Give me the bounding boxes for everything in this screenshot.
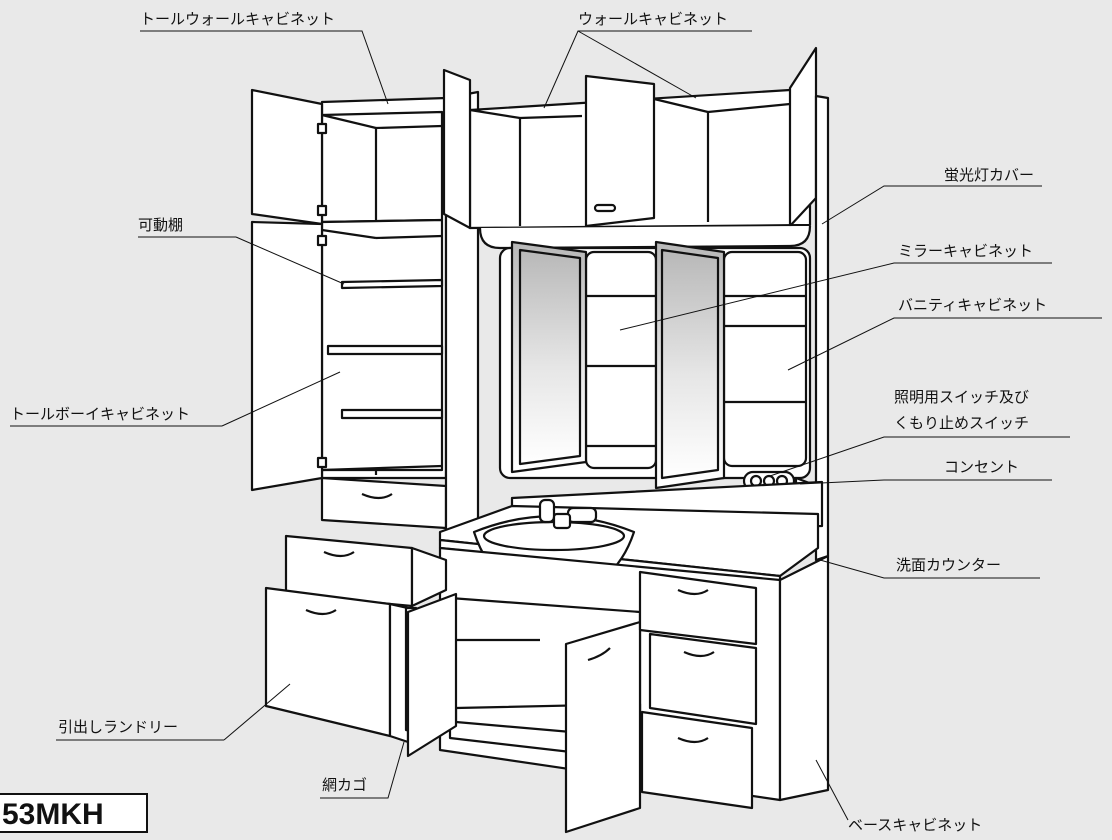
tall-wall-cabinet-door[interactable] — [250, 88, 324, 226]
hinge-icons — [316, 122, 328, 469]
wall-cabinet-center-door[interactable] — [584, 74, 656, 228]
wall-cabinet-right-door[interactable] — [788, 46, 818, 228]
movable-shelf-1 — [340, 278, 444, 290]
drawer-handle-icon — [683, 650, 715, 658]
movable-shelf-2 — [326, 344, 444, 356]
right-drawer-3[interactable] — [640, 710, 754, 810]
drawer-handle-icon — [677, 736, 709, 744]
label-light-switch-line1: 照明用スイッチ及び — [894, 388, 1030, 406]
model-code: 53MKH — [0, 793, 148, 833]
movable-shelf-3 — [340, 408, 444, 420]
label-base-cabinet: ベースキャビネット — [848, 816, 983, 834]
drawer-handle-icon — [677, 588, 709, 596]
right-drawer-2[interactable] — [648, 632, 758, 726]
wall-cabinet-left-door[interactable] — [442, 68, 472, 230]
label-outlet: コンセント — [944, 458, 1020, 476]
label-vanity-cabinet: バニティキャビネット — [898, 296, 1048, 314]
label-net-basket: 網カゴ — [322, 776, 368, 794]
tall-cabinet-body — [320, 96, 448, 480]
door-handle-icon — [587, 647, 611, 662]
label-fluorescent-cover: 蛍光灯カバー — [944, 166, 1035, 184]
right-drawer-1[interactable] — [638, 570, 758, 646]
label-washbasin-counter: 洗面カウンター — [896, 556, 1002, 574]
label-light-switch-line2: くもり止めスイッチ — [894, 414, 1030, 432]
faucet-icon — [538, 498, 598, 530]
label-mirror-cabinet: ミラーキャビネット — [898, 242, 1034, 260]
leader-lines — [10, 30, 1102, 821]
label-tall-boy-cabinet: トールボーイキャビネット — [10, 405, 191, 423]
tall-cabinet-drawer[interactable] — [320, 476, 448, 530]
label-pull-out-laundry: 引出しランドリー — [58, 718, 179, 736]
door-handle-icon — [593, 203, 617, 213]
label-wall-cabinet: ウォールキャビネット — [578, 10, 729, 28]
pull-out-laundry[interactable] — [264, 586, 392, 738]
base-cabinet-right-door[interactable] — [564, 620, 642, 834]
drawer-handle-icon — [323, 550, 355, 558]
drawer-handle-icon — [361, 492, 393, 500]
label-movable-shelf: 可動棚 — [138, 216, 184, 234]
base-cabinet-left-door[interactable] — [406, 592, 458, 758]
tall-boy-cabinet-door[interactable] — [250, 220, 324, 492]
label-tall-wall-cabinet: トールウォールキャビネット — [140, 10, 336, 28]
drawer-handle-icon — [305, 608, 337, 616]
